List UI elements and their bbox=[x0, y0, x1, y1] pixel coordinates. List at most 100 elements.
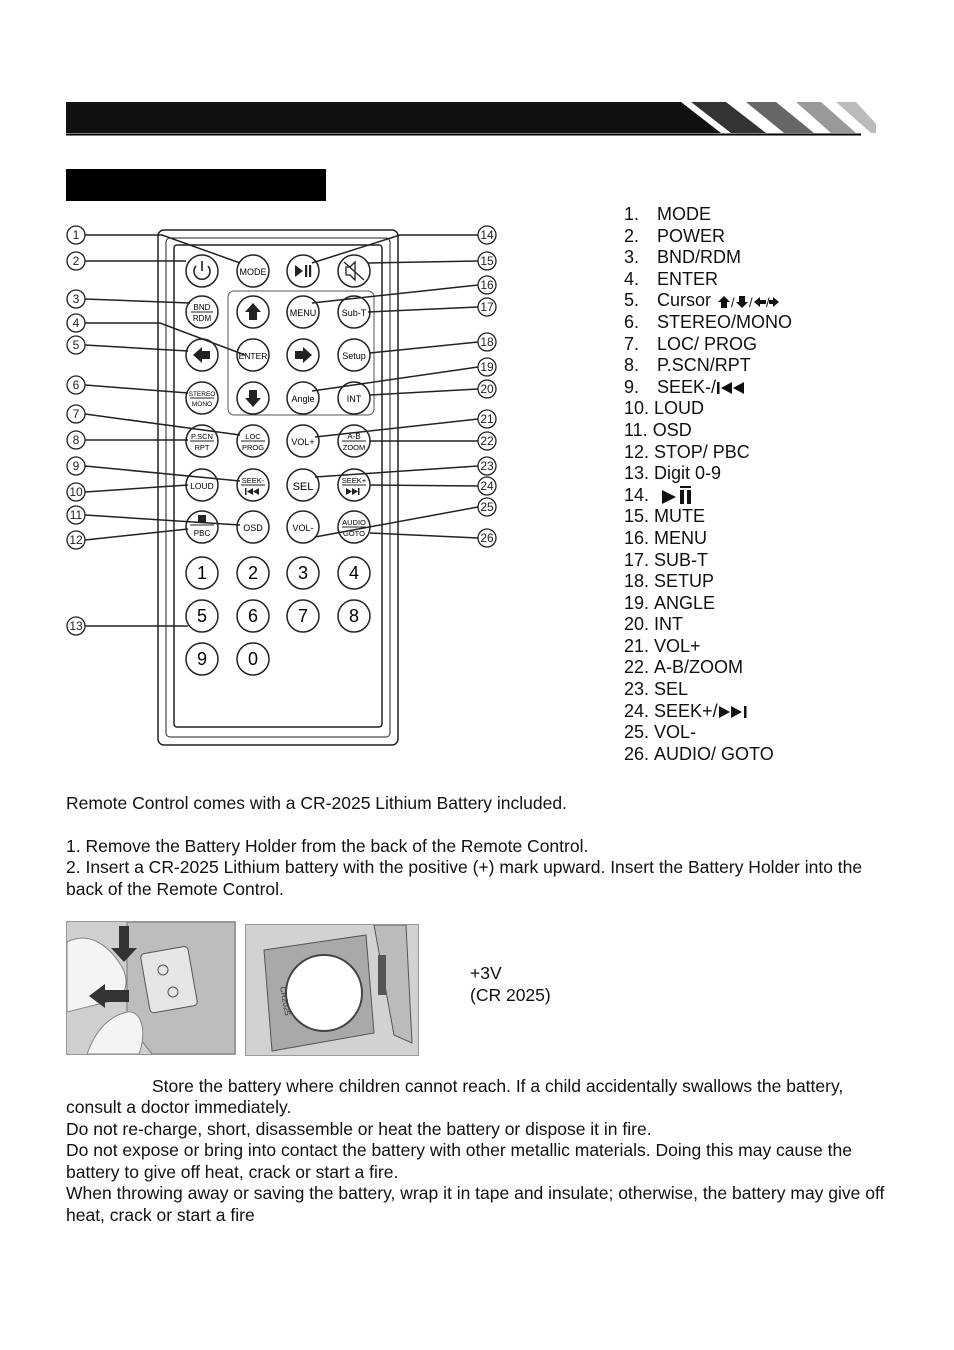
svg-text:5: 5 bbox=[197, 606, 207, 626]
step-2-text: 2. Insert a CR-2025 Lithium battery with… bbox=[66, 857, 863, 899]
legend-label: Digit 0-9 bbox=[654, 463, 722, 484]
legend-item: 23.SEL bbox=[624, 679, 944, 701]
legend-number: 23. bbox=[624, 679, 650, 700]
legend-label: VOL- bbox=[654, 722, 697, 743]
svg-text:8: 8 bbox=[349, 606, 359, 626]
callout-leader-line bbox=[85, 234, 241, 264]
legend-symbol-icon bbox=[718, 701, 758, 723]
callout-number: 3 bbox=[73, 292, 80, 306]
legend-number: 26. bbox=[624, 743, 650, 764]
setup-button: Setup bbox=[337, 338, 371, 372]
callout-leader-line bbox=[84, 344, 189, 352]
svg-text:RPT: RPT bbox=[195, 443, 210, 452]
callout-number: 21 bbox=[480, 412, 494, 426]
loud-button: LOUD bbox=[185, 468, 219, 502]
callout-number: 19 bbox=[480, 360, 494, 374]
legend-label: SEEK-/ bbox=[657, 376, 717, 397]
legend-number: 2. bbox=[624, 225, 640, 246]
legend-label: AUDIO/ GOTO bbox=[654, 743, 774, 764]
vol-minus-button: VOL- bbox=[286, 510, 320, 544]
intro-text: Remote Control comes with a CR-2025 Lith… bbox=[66, 793, 567, 813]
warning-2: Do not re-charge, short, disassemble or … bbox=[66, 1119, 652, 1139]
legend-label: SUB-T bbox=[654, 549, 709, 570]
legend-number: 8. bbox=[624, 355, 640, 376]
callout-number: 26 bbox=[480, 531, 494, 545]
legend-item: 6. STEREO/MONO bbox=[624, 312, 944, 334]
legend-number: 5. bbox=[624, 290, 640, 311]
svg-text:SEEK-: SEEK- bbox=[242, 476, 265, 485]
legend-label: LOUD bbox=[654, 398, 705, 419]
callout-leader-line bbox=[84, 384, 189, 394]
warning-1: Store the battery where children cannot … bbox=[152, 1076, 844, 1096]
digit-5-button: 5 bbox=[185, 599, 219, 633]
legend-number: 11. bbox=[624, 419, 648, 440]
legend-number: 13. bbox=[624, 463, 650, 484]
svg-text:PROG: PROG bbox=[242, 443, 264, 452]
digit-4-button: 4 bbox=[337, 556, 371, 590]
int-button: INT bbox=[337, 381, 371, 415]
loc-prog-button: LOC PROG bbox=[236, 424, 270, 458]
legend-label: LOC/ PROG bbox=[657, 333, 758, 354]
callout-number: 8 bbox=[73, 433, 80, 447]
callout-number: 6 bbox=[73, 378, 80, 392]
callout-number: 24 bbox=[480, 479, 494, 493]
svg-text:1: 1 bbox=[197, 563, 207, 583]
legend-number: 3. bbox=[624, 247, 640, 268]
digit-9-button: 9 bbox=[185, 642, 219, 676]
callout-leader-line bbox=[84, 528, 189, 541]
legend-number: 6. bbox=[624, 311, 640, 332]
svg-text:/: / bbox=[766, 295, 770, 309]
callout-leader-line bbox=[369, 341, 479, 354]
legend-symbol-icon: /// bbox=[711, 290, 780, 312]
callout-number: 18 bbox=[480, 335, 494, 349]
callout-number: 12 bbox=[69, 533, 83, 547]
legend-item: 2.POWER bbox=[624, 226, 944, 248]
callout-number: 22 bbox=[480, 434, 494, 448]
svg-text:SEL: SEL bbox=[293, 481, 314, 493]
callout-leader-line bbox=[314, 506, 479, 538]
svg-text:STEREO: STEREO bbox=[189, 391, 216, 398]
legend-item: 18.SETUP bbox=[624, 571, 944, 593]
legend-label: STOP/ PBC bbox=[654, 441, 750, 462]
callout-number: 11 bbox=[70, 508, 83, 522]
svg-text:ENTER: ENTER bbox=[239, 351, 268, 361]
callout-number: 20 bbox=[480, 382, 494, 396]
right-arrow-button bbox=[286, 338, 320, 372]
callout-leader-line bbox=[369, 532, 479, 539]
legend-label: ENTER bbox=[657, 268, 719, 289]
legend-label: STEREO/MONO bbox=[657, 311, 793, 332]
svg-text:PBC: PBC bbox=[194, 529, 211, 538]
legend-item: 15.MUTE bbox=[624, 506, 944, 528]
down-arrow-button bbox=[236, 381, 270, 415]
legend-item: 16.MENU bbox=[624, 528, 944, 550]
legend-item: 4.ENTER bbox=[624, 269, 944, 291]
legend-number: 19. bbox=[624, 592, 650, 613]
digit-6-button: 6 bbox=[236, 599, 270, 633]
digit-8-button: 8 bbox=[337, 599, 371, 633]
legend-number: 20. bbox=[624, 614, 650, 635]
callout-number: 2 bbox=[73, 254, 80, 268]
svg-text:ZOOM: ZOOM bbox=[343, 443, 366, 452]
legend-label: MUTE bbox=[654, 506, 706, 527]
callout-number: 23 bbox=[480, 459, 494, 473]
callout-number: 9 bbox=[73, 459, 80, 473]
legend-label: P.SCN/RPT bbox=[657, 355, 751, 376]
remote-control-diagram: MODE BND RDM MENU Sub-T ENTER bbox=[66, 225, 497, 746]
battery-holder-photo: CR2025 bbox=[245, 924, 419, 1056]
legend-item: 22.A-B/ZOOM bbox=[624, 657, 944, 679]
legend-item: 9.SEEK-/ bbox=[624, 377, 944, 399]
section-title-bar bbox=[66, 169, 326, 201]
callout-number: 10 bbox=[69, 485, 83, 499]
legend-item: 26.AUDIO/ GOTO bbox=[624, 744, 944, 766]
svg-text:GOTO: GOTO bbox=[343, 529, 365, 538]
legend-label: SETUP bbox=[654, 571, 715, 592]
svg-text:MONO: MONO bbox=[192, 401, 212, 408]
battery-removal-photo bbox=[66, 921, 236, 1055]
svg-text:VOL-: VOL- bbox=[292, 523, 313, 533]
power-button bbox=[185, 254, 219, 288]
callout-leader-line bbox=[84, 465, 241, 482]
stop-pbc-button: PBC bbox=[185, 510, 219, 544]
mode-button: MODE bbox=[236, 254, 270, 288]
callout-number: 4 bbox=[73, 316, 80, 330]
svg-text:7: 7 bbox=[298, 606, 308, 626]
